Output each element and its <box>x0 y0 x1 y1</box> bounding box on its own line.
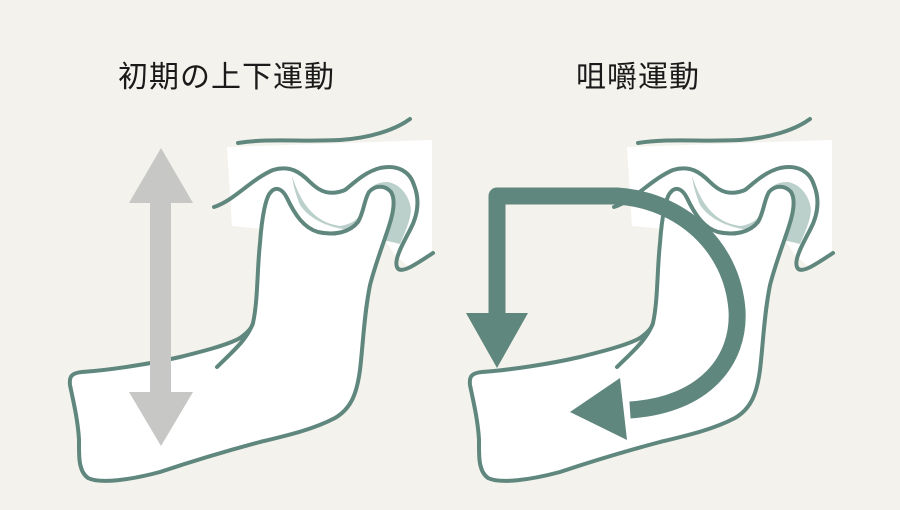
panel-title-initial-vertical-movement: 初期の上下運動 <box>118 60 335 95</box>
chewing-cycle-arrow-icon <box>466 187 746 440</box>
mandible-tmj-illustration <box>467 117 835 483</box>
right-jaw-illustration <box>466 117 835 483</box>
panel-title-chewing-movement: 咀嚼運動 <box>576 60 700 95</box>
mandible-tmj-illustration <box>67 117 435 483</box>
left-jaw-illustration <box>67 117 435 483</box>
double-vertical-arrow-icon <box>129 148 193 446</box>
